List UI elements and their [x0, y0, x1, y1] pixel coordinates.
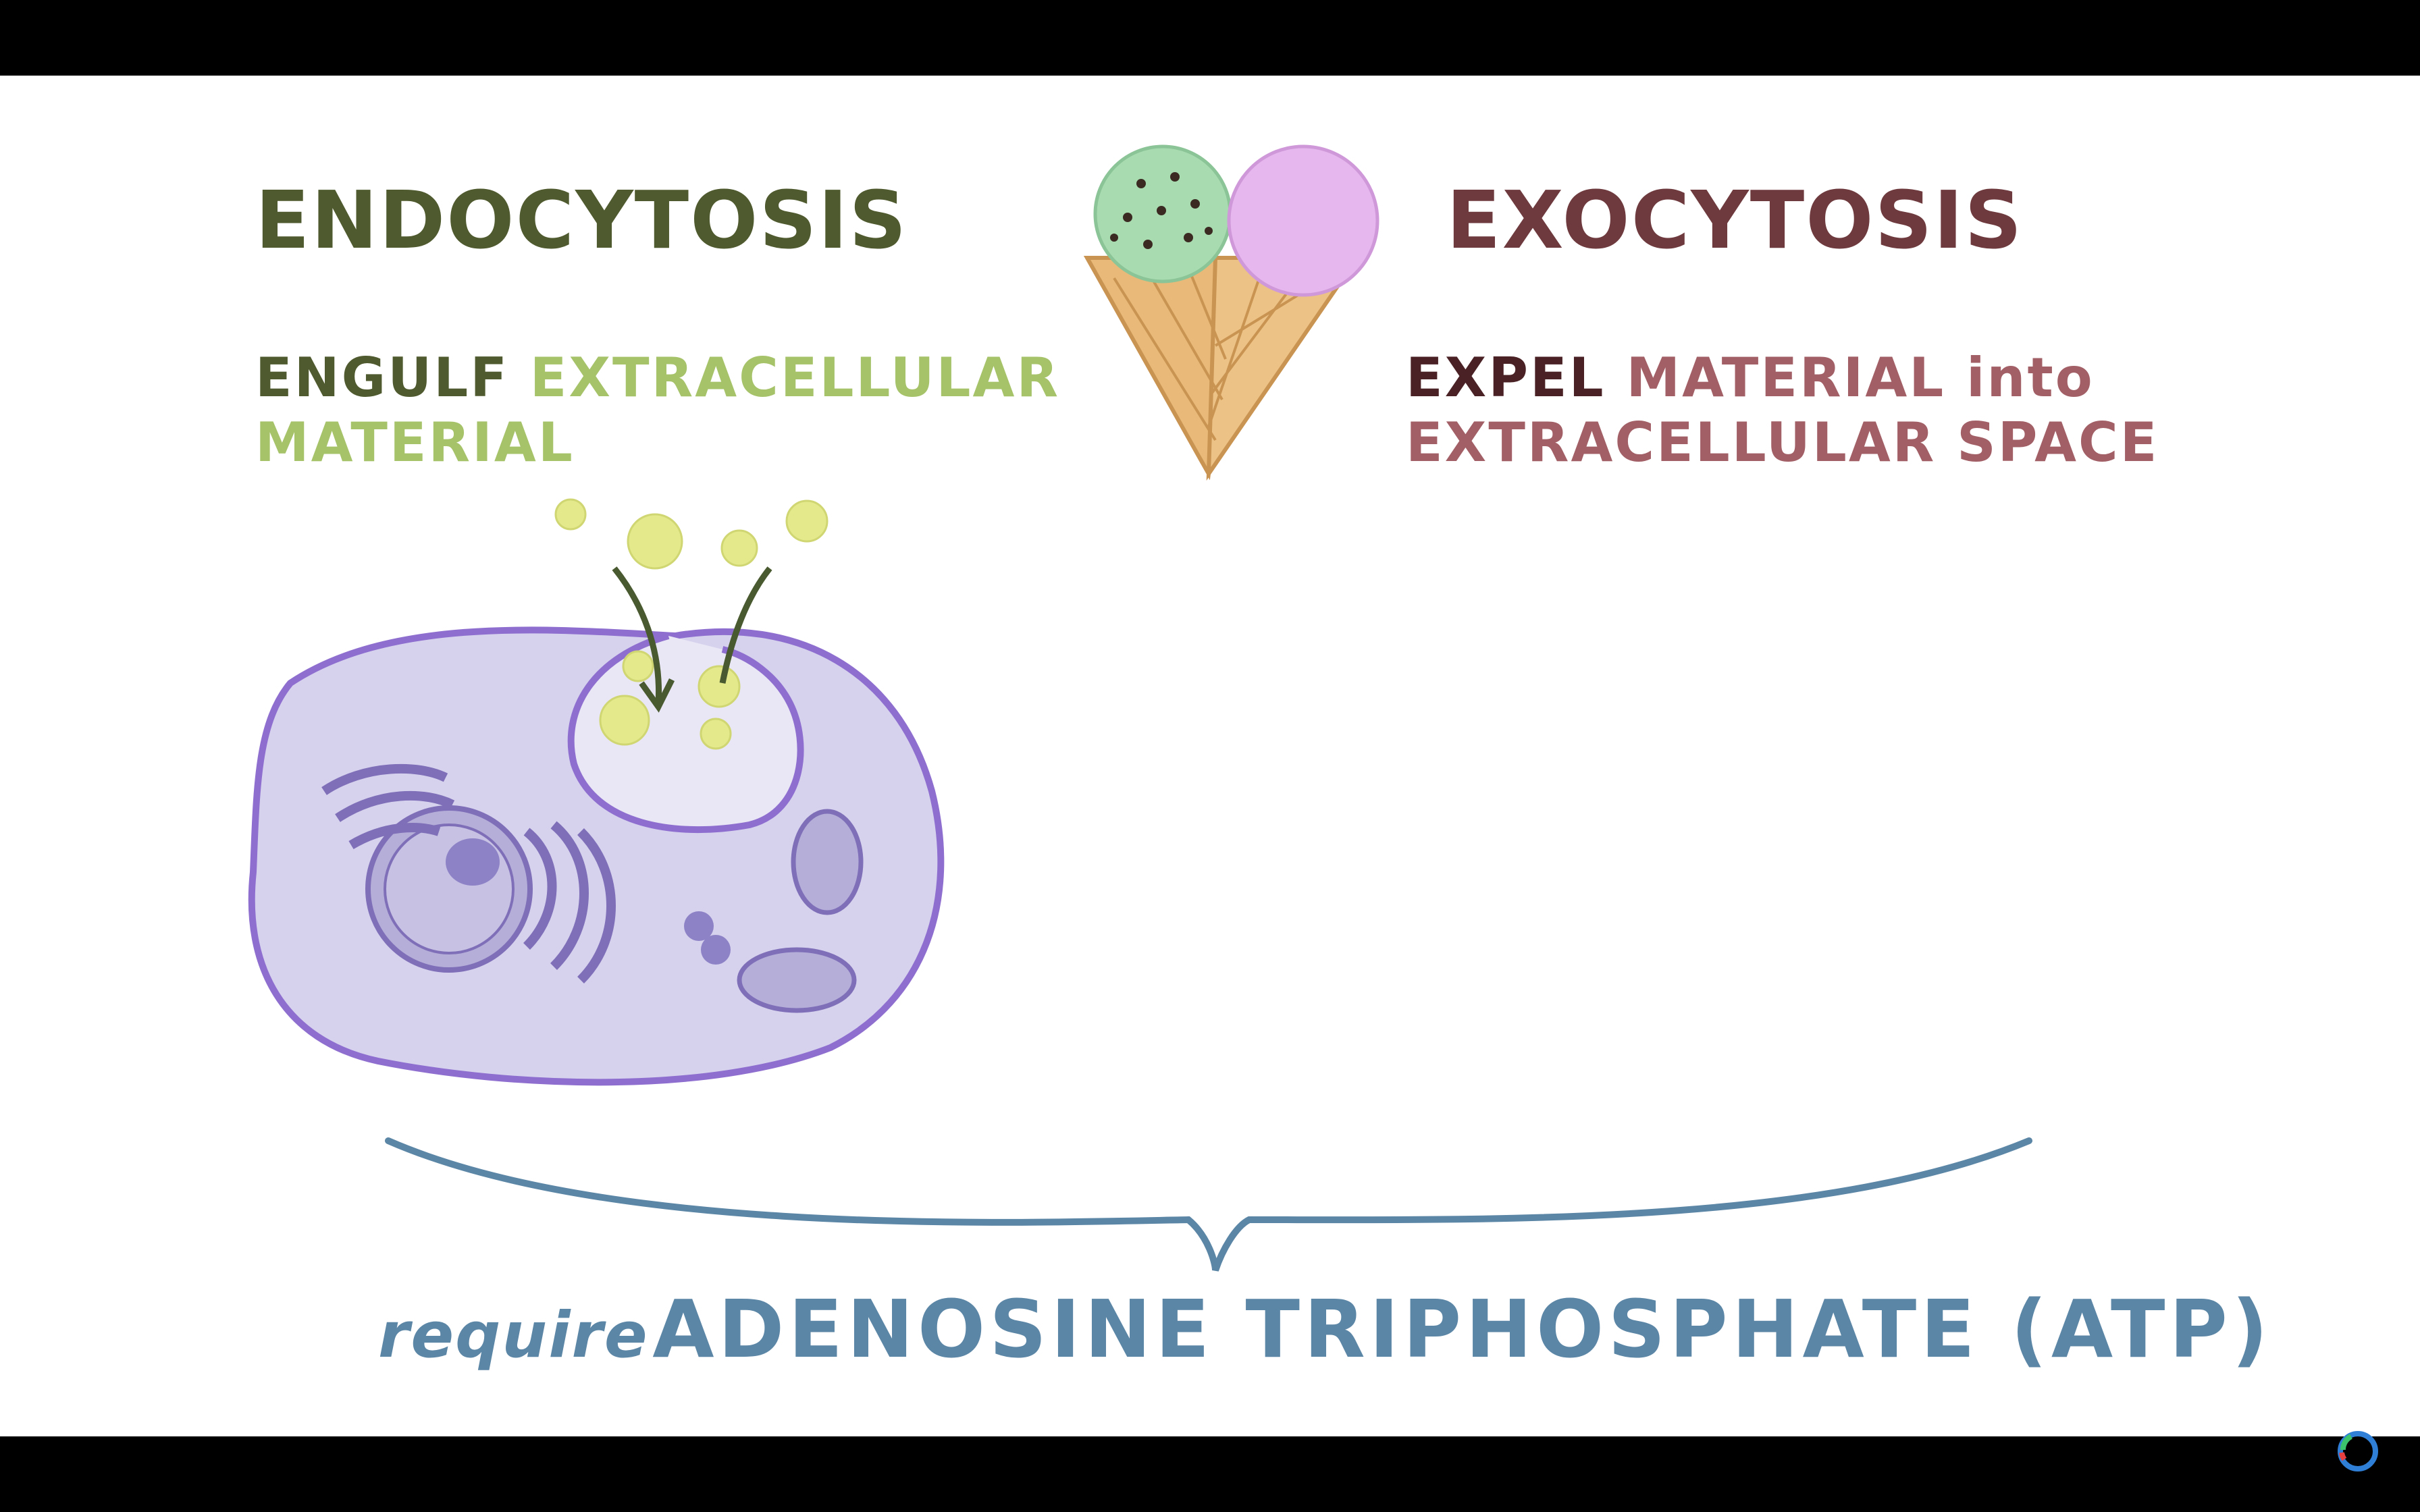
slide-frame: ENDOCYTOSIS EXOCYTOSIS ENGULF EXTRACELLU… — [0, 76, 2420, 1436]
endocytosis-line1-rest: EXTRACELLULAR — [529, 346, 1061, 409]
endocytosis-description: ENGULF EXTRACELLULAR MATERIAL — [255, 346, 1060, 475]
exocytosis-description: EXPEL MATERIAL into EXTRACELLULAR SPACE — [1406, 346, 2159, 475]
brace-icon — [385, 1137, 2032, 1272]
endocytosis-title: ENDOCYTOSIS — [255, 173, 908, 267]
atp-caption: require ADENOSINE TRIPHOSPHATE (ATP) — [378, 1282, 2272, 1376]
osmosis-logo-icon — [2338, 1431, 2378, 1472]
atp-caption-prefix: require — [378, 1299, 649, 1372]
illustration-layer — [248, 144, 2032, 1272]
atp-caption-main: ADENOSINE TRIPHOSPHATE (ATP) — [652, 1282, 2272, 1376]
letterbox-bottom — [0, 1436, 2420, 1512]
exocytosis-title: EXOCYTOSIS — [1446, 173, 2024, 267]
endocytosis-verb: ENGULF — [255, 346, 509, 409]
exocytosis-verb: EXPEL — [1406, 346, 1606, 409]
exocytosis-line1-rest: MATERIAL into — [1626, 346, 2095, 409]
ice-cream-cone-icon — [1083, 144, 1379, 481]
endocytosis-line2: MATERIAL — [255, 411, 575, 474]
endocytosis-cell-illustration — [248, 498, 945, 1086]
exocytosis-line2: EXTRACELLULAR SPACE — [1406, 411, 2159, 474]
letterbox-top — [0, 0, 2420, 76]
